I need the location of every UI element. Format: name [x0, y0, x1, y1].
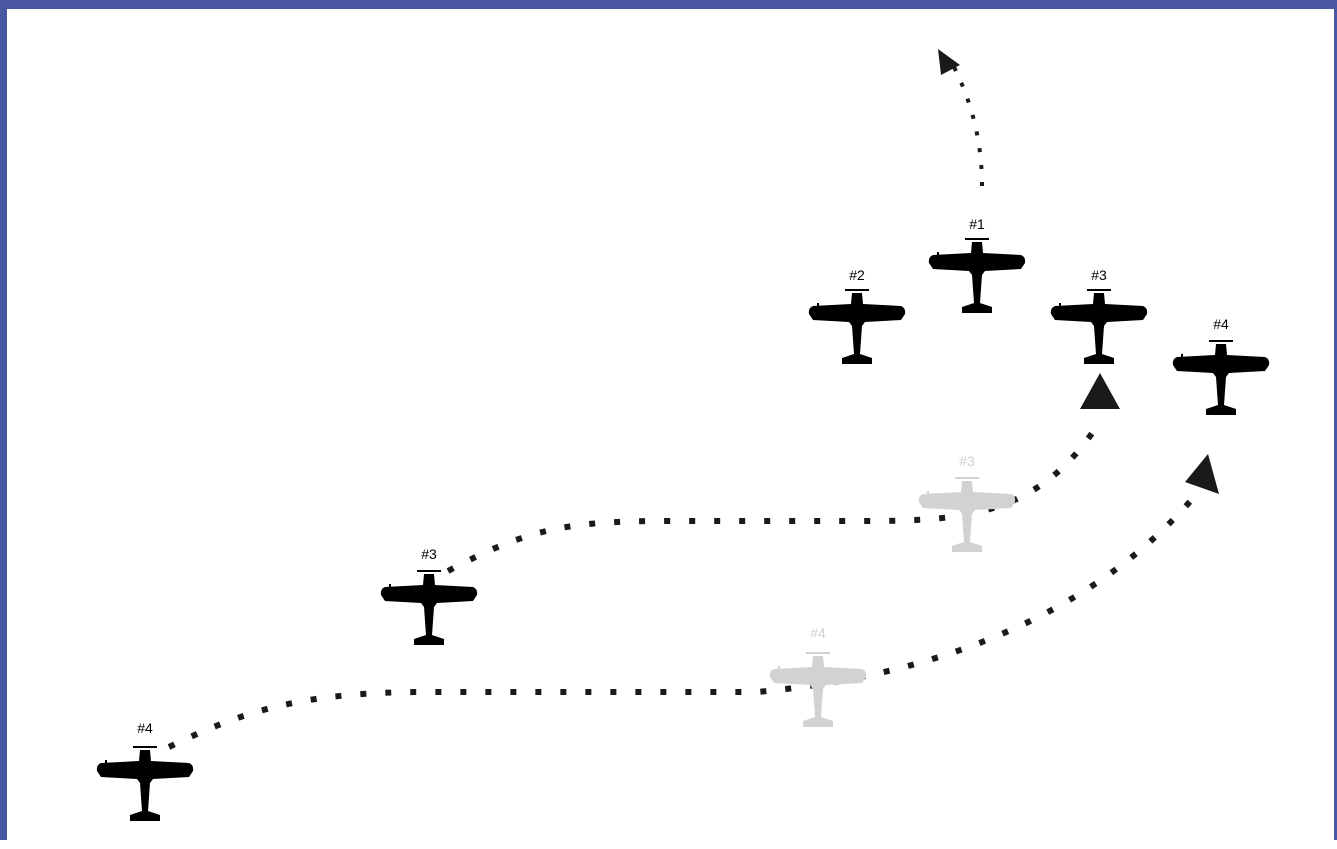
aircraft-4-start: #4	[96, 720, 194, 821]
aircraft-3-final: #3	[1050, 267, 1148, 364]
airplane-icon	[1050, 289, 1148, 364]
aircraft-4-mid-ghost: #4	[769, 625, 867, 727]
aircraft-3-mid-label: #3	[959, 453, 975, 469]
airplane-icon	[1172, 340, 1270, 415]
lead-flight-path	[952, 66, 984, 187]
aircraft-2: #2	[808, 267, 906, 364]
airplane-icon	[96, 746, 194, 821]
wing-3-path-arrowhead	[1080, 373, 1120, 409]
aircraft-4-final: #4	[1172, 316, 1270, 415]
aircraft-1-lead: #1	[928, 216, 1026, 313]
aircraft-3-start-label: #3	[421, 546, 437, 562]
wing-3-flight-path	[446, 427, 1098, 574]
wing-4-path-arrowhead	[1185, 454, 1219, 494]
aircraft-2-label: #2	[849, 267, 865, 283]
aircraft-1-label: #1	[969, 216, 985, 232]
wing-4-flight-path	[167, 489, 1202, 750]
airplane-icon	[918, 477, 1016, 552]
airplane-icon	[769, 652, 867, 727]
airplane-icon	[808, 289, 906, 364]
formation-diagram: #1 #2 #3 #4 #3 #3 #4	[96, 49, 1270, 821]
airplane-icon	[380, 570, 478, 645]
aircraft-3-final-label: #3	[1091, 267, 1107, 283]
aircraft-4-final-label: #4	[1213, 316, 1229, 332]
aircraft-4-start-label: #4	[137, 720, 153, 736]
aircraft-3-start: #3	[380, 546, 478, 645]
aircraft-3-mid-ghost: #3	[918, 453, 1016, 552]
airplane-icon	[928, 238, 1026, 313]
aircraft-4-mid-label: #4	[810, 625, 826, 641]
lead-path-arrowhead	[938, 49, 960, 75]
